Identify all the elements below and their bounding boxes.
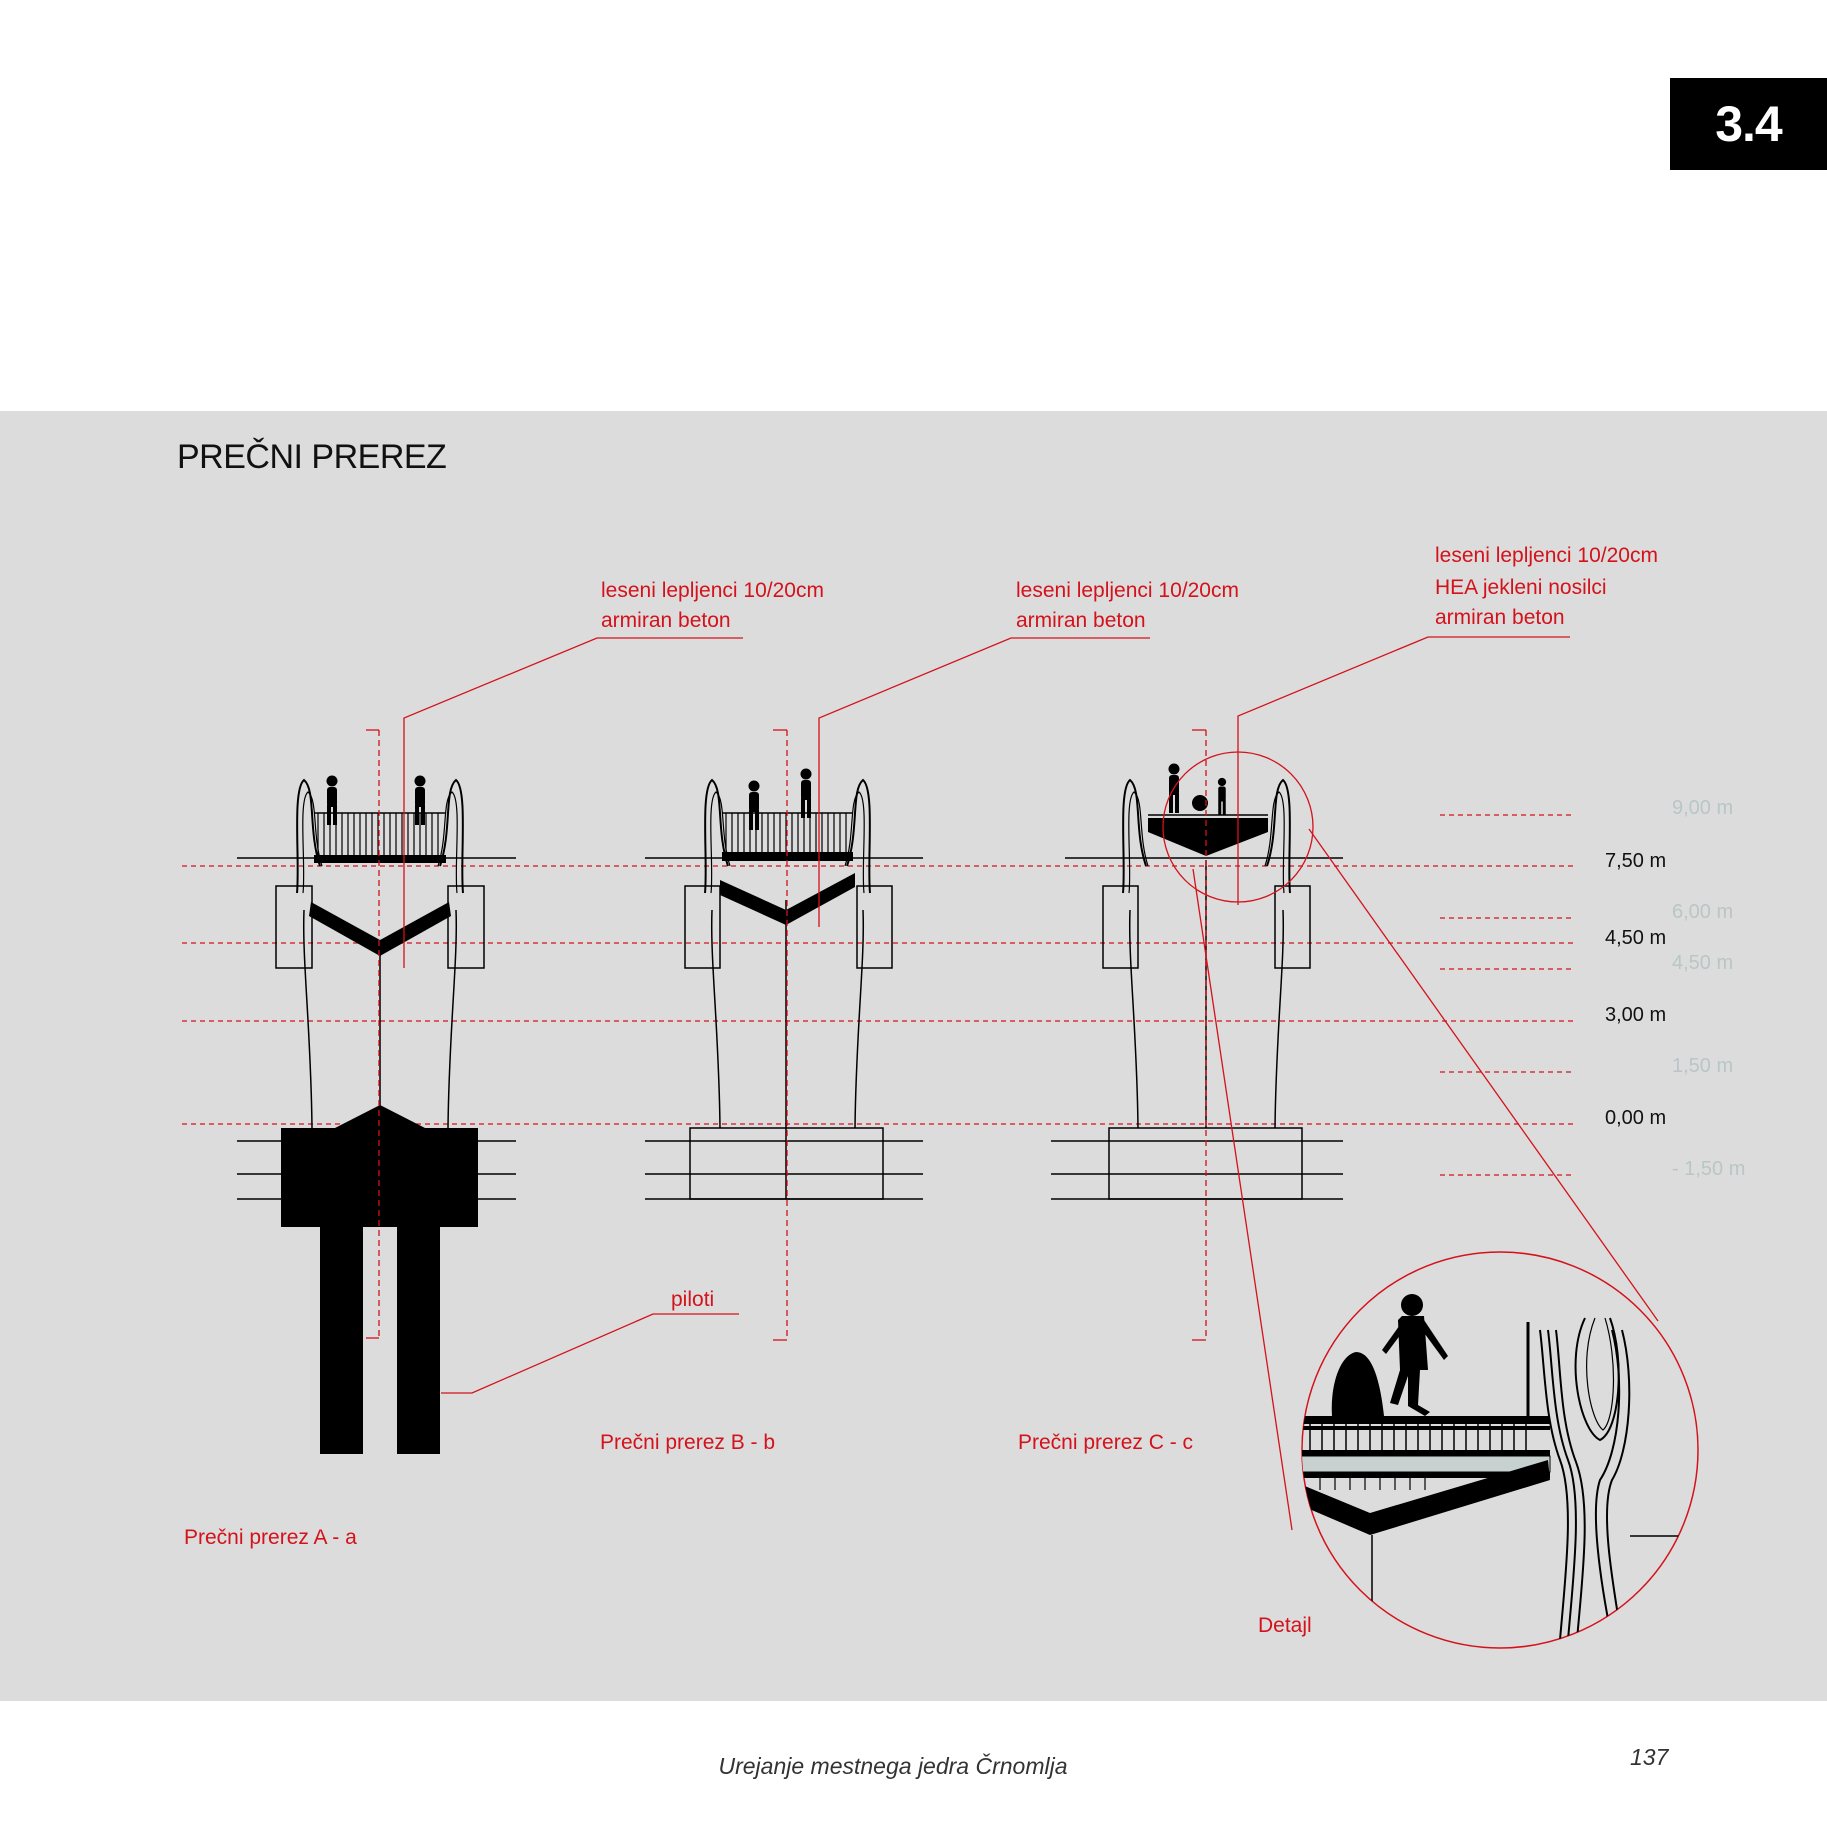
level-label: 0,00 m bbox=[1605, 1107, 1666, 1129]
person-icon bbox=[748, 780, 760, 830]
child-icon bbox=[1217, 777, 1227, 815]
seated-person-icon bbox=[1192, 795, 1208, 811]
page-title: PREČNI PREREZ bbox=[177, 438, 447, 476]
section-a-material-line: leseni lepljenci 10/20cm bbox=[601, 579, 824, 602]
pile bbox=[320, 1227, 363, 1454]
leader-lines bbox=[403, 636, 1659, 1531]
seated-person-icon bbox=[1331, 1352, 1384, 1416]
section-c-solids bbox=[1148, 763, 1268, 856]
section-b-material-line: leseni lepljenci 10/20cm bbox=[1016, 579, 1239, 602]
section-c-label: Prečni prerez C - c bbox=[1018, 1431, 1193, 1454]
level-label: 7,50 m bbox=[1605, 850, 1666, 872]
footer-title: Urejanje mestnega jedra Črnomlja bbox=[718, 1753, 1068, 1779]
person-icon bbox=[800, 768, 812, 818]
chapter-badge: 3.4 bbox=[1670, 78, 1827, 170]
detail-view bbox=[1301, 1251, 1699, 1649]
section-cut-ticks bbox=[366, 729, 1206, 1341]
level-label: 6,00 m bbox=[1672, 901, 1733, 923]
section-c-material-line: HEA jekleni nosilci bbox=[1435, 576, 1607, 599]
section-a-material-line: armiran beton bbox=[601, 609, 731, 632]
person-icon bbox=[326, 775, 338, 825]
detail-beam bbox=[1302, 1460, 1550, 1535]
annotations: leseni lepljenci 10/20cm armiran beton l… bbox=[184, 544, 1658, 1637]
section-a-beam bbox=[309, 902, 451, 956]
section-c-material-line: armiran beton bbox=[1435, 606, 1565, 629]
section-cut-markers bbox=[378, 730, 1207, 1340]
section-c-material-line: leseni lepljenci 10/20cm bbox=[1435, 544, 1658, 567]
level-label: - 1,50 m bbox=[1672, 1158, 1745, 1180]
level-label: 4,50 m bbox=[1605, 927, 1666, 949]
detail-label: Detajl bbox=[1258, 1614, 1312, 1637]
section-a-label: Prečni prerez A - a bbox=[184, 1526, 357, 1549]
section-b-label: Prečni prerez B - b bbox=[600, 1431, 775, 1454]
section-b bbox=[645, 778, 923, 1200]
page-number: 137 bbox=[1630, 1744, 1669, 1770]
level-label: 3,00 m bbox=[1605, 1004, 1666, 1026]
pile bbox=[397, 1227, 440, 1454]
datum-lines bbox=[182, 814, 1575, 1176]
section-b-material-line: armiran beton bbox=[1016, 609, 1146, 632]
level-label: 4,50 m bbox=[1672, 952, 1733, 974]
piles-label: piloti bbox=[671, 1288, 714, 1311]
section-c-deck bbox=[1148, 818, 1268, 856]
child-icon bbox=[1382, 1294, 1448, 1416]
level-labels: 9,00 m 7,50 m 6,00 m 4,50 m 4,50 m 3,00 … bbox=[1605, 797, 1745, 1180]
level-label: 1,50 m bbox=[1672, 1055, 1733, 1077]
level-label: 9,00 m bbox=[1672, 797, 1733, 819]
